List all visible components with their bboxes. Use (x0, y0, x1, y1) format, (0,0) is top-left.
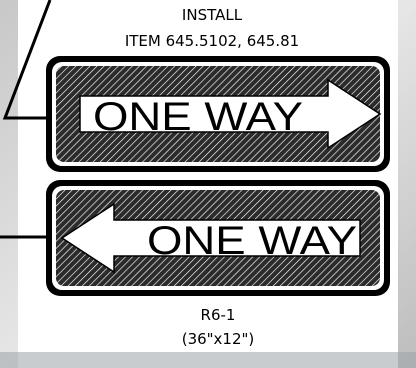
sign-top-label: ONE WAY (93, 95, 303, 139)
install-note-line1: INSTALL (182, 6, 243, 24)
sign-bottom-label: ONE WAY (147, 219, 357, 263)
sign-one-way-left: ONE WAY (46, 180, 390, 296)
arrow-right-icon (79, 78, 382, 150)
sign-size: (36"x12") (182, 330, 255, 348)
sign-one-way-right: ONE WAY (46, 56, 390, 172)
arrow-left-icon (60, 202, 361, 274)
leader-line-top (2, 0, 52, 120)
sign-code: R6-1 (201, 306, 236, 324)
bottom-edge (0, 352, 416, 368)
install-note-line2: ITEM 645.5102, 645.81 (125, 32, 299, 50)
